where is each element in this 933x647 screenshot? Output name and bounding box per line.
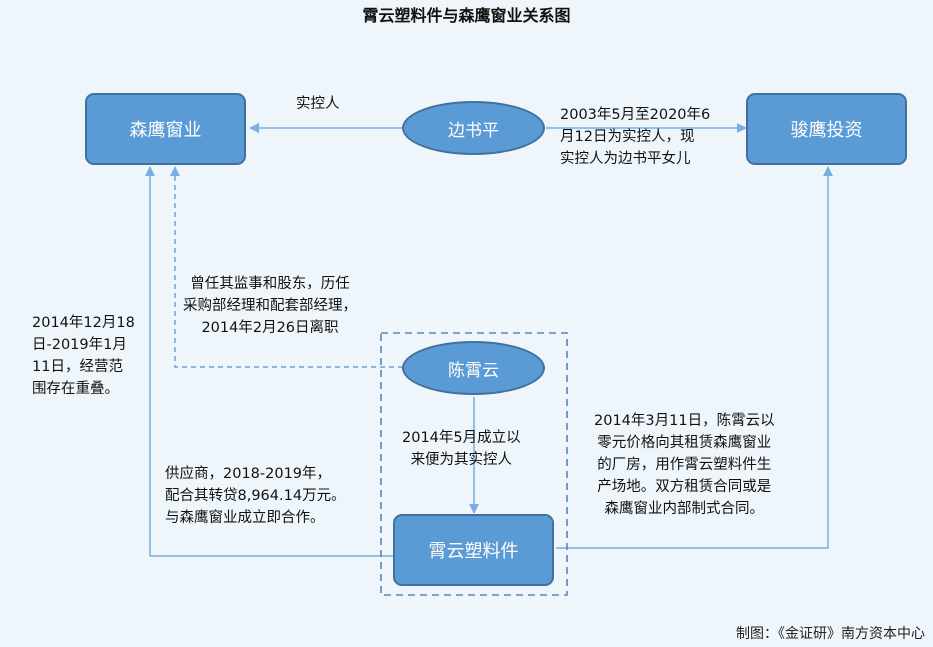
edge-xiaoyun-to-junying <box>556 166 833 549</box>
label-line: 围存在重叠。 <box>32 381 119 397</box>
label-line: 采购部经理和配套部经理， <box>183 298 357 314</box>
chen-group-box <box>380 332 568 596</box>
diagram-title: 霄云塑料件与森鹰窗业关系图 <box>362 6 571 25</box>
label-bian-to-senying: 实控人 <box>296 96 340 112</box>
node-xiaoyun-label: 霄云塑料件 <box>428 541 519 562</box>
label-line: 与森鹰窗业成立即合作。 <box>165 510 325 526</box>
label-line: 实控人为边书平女儿 <box>560 151 691 167</box>
label-line: 零元价格向其租赁森鹰窗业 <box>597 435 772 451</box>
label-overlap: 2014年12月18 日-2019年1月 11日，经营范 围存在重叠。 <box>32 312 135 400</box>
label-line: 月12日为实控人，现 <box>560 129 695 145</box>
node-senying-label: 森鹰窗业 <box>129 120 202 141</box>
credit-text: 制图：《金证研》南方资本中心 <box>736 626 925 642</box>
node-bian-label: 边书平 <box>448 120 499 141</box>
label-lease: 2014年3月11日，陈霄云以 零元价格向其租赁森鹰窗业 的厂房，用作霄云塑料件… <box>594 410 775 520</box>
node-senying: 森鹰窗业 <box>85 93 246 165</box>
label-line: 2014年5月成立以 <box>402 430 521 446</box>
label-line: 来便为其实控人 <box>410 452 513 468</box>
label-line: 2014年2月26日离职 <box>201 320 339 336</box>
label-line: 2003年5月至2020年6 <box>560 107 711 123</box>
edge-xiaoyun-to-senying <box>145 166 393 557</box>
node-chen: 陈霄云 <box>402 341 545 395</box>
label-line: 11日，经营范 <box>32 359 123 375</box>
label-chen-to-xiaoyun: 2014年5月成立以 来便为其实控人 <box>402 427 521 471</box>
label-line: 日-2019年1月 <box>32 337 127 353</box>
label-line: 森鹰窗业内部制式合同。 <box>604 501 765 517</box>
label-line: 2014年12月18 <box>32 315 135 331</box>
node-xiaoyun: 霄云塑料件 <box>393 514 554 586</box>
label-line: 的厂房，用作霄云塑料件生 <box>597 457 772 473</box>
edge-chen-to-senying <box>170 166 403 368</box>
label-line: 2014年3月11日，陈霄云以 <box>594 413 775 429</box>
node-junying-label: 骏鹰投资 <box>790 120 863 141</box>
node-junying: 骏鹰投资 <box>746 93 907 165</box>
label-supply: 供应商，2018-2019年， 配合其转贷8,964.14万元。 与森鹰窗业成立… <box>165 463 346 529</box>
label-line: 产场地。双方租赁合同或是 <box>597 479 772 495</box>
label-chen-to-senying: 曾任其监事和股东，历任 采购部经理和配套部经理， 2014年2月26日离职 <box>183 273 357 339</box>
node-chen-label: 陈霄云 <box>448 360 499 381</box>
node-bian: 边书平 <box>402 101 545 155</box>
label-bian-to-junying: 2003年5月至2020年6 月12日为实控人，现 实控人为边书平女儿 <box>560 104 710 170</box>
label-line: 配合其转贷8,964.14万元。 <box>165 488 346 504</box>
label-line: 供应商，2018-2019年， <box>165 466 332 482</box>
label-line: 曾任其监事和股东，历任 <box>190 276 350 292</box>
